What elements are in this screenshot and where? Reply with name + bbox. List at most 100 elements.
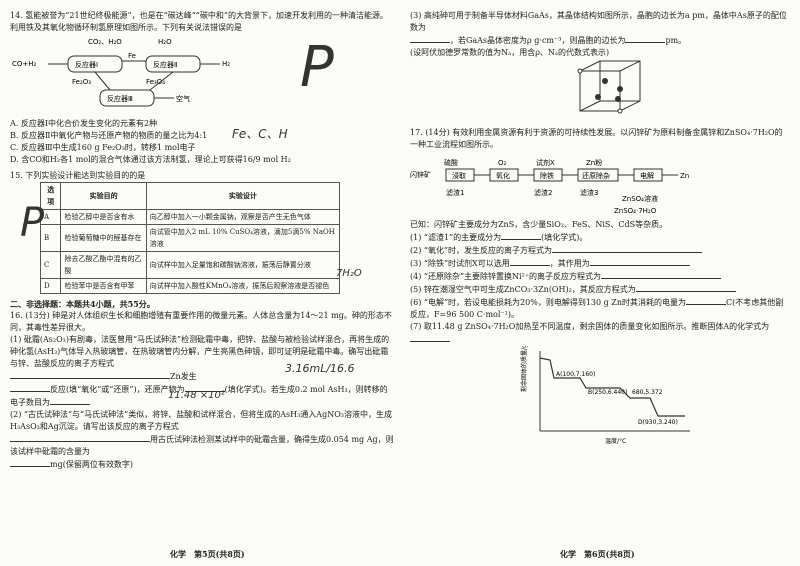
q16-intro: 16. (13分) 砷是对人体组织生长和细胞增殖有重要作用的微量元素。人体总含量… bbox=[10, 311, 392, 332]
flow-ore: 闪锌矿 bbox=[410, 170, 431, 179]
answer-blank[interactable] bbox=[10, 370, 170, 379]
q16-part3c: pm。 bbox=[665, 36, 687, 45]
q16-part3b: ，若GaAs晶体密度为ρ g·cm⁻³，则晶胞的边长为 bbox=[450, 36, 626, 45]
q17-part5: (5) 锌在潮湿空气中可生成ZnCO₃·3Zn(OH)₂，其反应方程式为 bbox=[410, 285, 636, 294]
handwritten-mark-p: P bbox=[300, 35, 334, 100]
known-info: 已知：闪锌矿主要成分为ZnS，含少量SiO₂、FeS、NiS、CdS等杂质。 bbox=[410, 220, 668, 229]
answer-blank[interactable] bbox=[10, 383, 50, 392]
q17-part6b: C(不考虑其他副反应，F=96 500 C·mol⁻¹)。 bbox=[410, 298, 784, 319]
flow-oxidize: 氧化 bbox=[496, 171, 510, 180]
table-cell: 向试管中加入2 mL 10% CuSO₄溶液，滴加5滴5% NaOH溶液 bbox=[145, 224, 341, 252]
q17-part3: (3) “除铁”时试剂X可以选用 bbox=[410, 259, 510, 268]
answer-blank[interactable] bbox=[589, 257, 690, 266]
table-row: B 检验葡萄糖中的醛基存在 向试管中加入2 mL 10% CuSO₄溶液，滴加5… bbox=[39, 224, 341, 252]
answer-blank[interactable] bbox=[10, 433, 150, 442]
answer-blank[interactable] bbox=[410, 34, 450, 43]
q16-part1: (1) 砒霜(As₂O₃)有剧毒，法医曾用“马氏试砷法”检测砒霜中毒，把锌、盐酸… bbox=[10, 335, 390, 368]
q17-part3b: ，其作用为 bbox=[549, 259, 590, 268]
chart-x-label: 温度/°C bbox=[605, 437, 626, 445]
table-row: C 除去乙酸乙酯中混有的乙酸 向试样中加入足量饱和碳酸钠溶液，振荡后静置分液 bbox=[39, 251, 341, 279]
answer-blank[interactable] bbox=[635, 283, 736, 292]
table-cell: 向试样中加入足量饱和碳酸钠溶液，振荡后静置分液 bbox=[145, 251, 341, 279]
q17-part1b: (填化学式)。 bbox=[541, 233, 588, 242]
q14-option-c: C. 反应器Ⅲ中生成160 g Fe₂O₃时，转移1 mol电子 bbox=[10, 143, 196, 152]
fe2o3-label: Fe₂O₃ bbox=[72, 78, 91, 86]
q16-part2b: 用古氏试砷法检测某试样中的砒霜含量，确得生成0.054 mg Ag，则该试样中砒… bbox=[10, 435, 394, 456]
q17-part6: (6) “电解”时，若设电能损耗为20%，则电解得到130 g Zn时其消耗的电… bbox=[410, 298, 687, 307]
answer-blank[interactable] bbox=[10, 458, 50, 467]
reactor-2-label: 反应器Ⅱ bbox=[153, 60, 177, 69]
mass-temperature-chart: 剩余固体的质量/g 温度/°C A(100,7.160) B(250,6.440… bbox=[520, 344, 690, 445]
flow-electrolysis: 电解 bbox=[640, 171, 654, 180]
flow-leach: 浸取 bbox=[452, 171, 466, 180]
table-cell: 检验乙醇中是否含有水 bbox=[60, 209, 147, 225]
q16-part2-line: 用古氏试砷法检测某试样中的砒霜含量，确得生成0.054 mg Ag，则该试样中砒… bbox=[10, 433, 395, 458]
handwritten-mark-p2: P bbox=[20, 200, 45, 246]
diagram-top-label: CO₂、H₂O bbox=[88, 38, 122, 46]
table-cell: D bbox=[39, 278, 62, 294]
q17-part3-line: (3) “除铁”时试剂X可以选用 ，其作用为 bbox=[410, 257, 790, 270]
mass-curve bbox=[539, 357, 685, 417]
answer-blank[interactable] bbox=[184, 383, 225, 392]
q16-part1c: 反应(填“氧化”或“还原”)，还原产物为 bbox=[50, 385, 185, 394]
flow-zn-output: Zn bbox=[680, 172, 689, 180]
answer-blank[interactable] bbox=[501, 231, 542, 240]
q15-intro: 15. 下列实验设计能达到实验目的的是 bbox=[10, 171, 146, 180]
q14-option-d: D. 含CO和H₂各1 mol的混合气体通过该方法制氢，理论上可获得16/9 m… bbox=[10, 155, 291, 164]
process-flow-diagram: 闪锌矿 硫酸 浸取 滤渣1 O₂ 氧化 试剂X 除铁 滤渣2 Zn粉 还原除杂 … bbox=[410, 158, 689, 215]
q16-part1-line2: 反应(填“氧化”或“还原”)，还原产物为(填化学式)。若生成0.2 mol As… bbox=[10, 383, 395, 409]
table-header: 实验目的 bbox=[60, 182, 147, 210]
answer-blank[interactable] bbox=[509, 257, 550, 266]
answer-blank[interactable] bbox=[686, 296, 727, 305]
flow-zn-powder: Zn粉 bbox=[586, 158, 602, 167]
page-footer-right: 化学 第6页(共8页) bbox=[560, 549, 635, 559]
table-cell: 向试样中加入酸性KMnO₄溶液，振荡后观察溶液是否褪色 bbox=[145, 278, 341, 294]
page-footer-left: 化学 第5页(共8页) bbox=[170, 549, 245, 559]
iron-cycle-diagram: CO₂、H₂O H₂O CO+H₂ 反应器Ⅰ Fe 反应器Ⅱ H₂ Fe₃O₄ … bbox=[12, 38, 230, 107]
table-row: D 检验苯中是否含有甲苯 向试样中加入酸性KMnO₄溶液，振荡后观察溶液是否褪色 bbox=[39, 278, 341, 294]
q16-part2c: mg(保留两位有效数字) bbox=[50, 460, 133, 469]
q17-part2-line: (2) “氧化”时，发生反应的离子方程式为 bbox=[410, 244, 790, 257]
handwritten-note-1: Fe、C、H bbox=[232, 127, 288, 141]
table-row: A 检验乙醇中是否含有水 向乙醇中加入一小颗金属钠，观察是否产生无色气体 bbox=[39, 209, 341, 225]
table-cell: C bbox=[39, 251, 62, 279]
table-cell: 检验葡萄糖中的醛基存在 bbox=[60, 224, 147, 252]
q17-intro: 17. (14分) 有效利用金属资源有利于资源的可持续性发展。以闪锌矿为原料制备… bbox=[410, 128, 783, 149]
q16-part1b: Zn发生 bbox=[170, 372, 197, 381]
handwritten-note-4: 7H₂O bbox=[336, 268, 362, 279]
answer-blank[interactable] bbox=[552, 244, 703, 253]
chart-y-label: 剩余固体的质量/g bbox=[520, 346, 528, 392]
table-header: 实验设计 bbox=[145, 182, 341, 210]
section-2-heading: 二、非选择题：本题共4小题，共55分。 bbox=[10, 299, 155, 309]
q17-part6-line: (6) “电解”时，若设电能损耗为20%，则电解得到130 g Zn时其消耗的电… bbox=[410, 296, 790, 321]
answer-blank[interactable] bbox=[410, 333, 450, 342]
fe3o4-label: Fe₃O₄ bbox=[146, 78, 165, 86]
flow-o2: O₂ bbox=[498, 159, 507, 167]
q16-part3-line: ，若GaAs晶体密度为ρ g·cm⁻³，则晶胞的边长为 pm。 bbox=[410, 34, 790, 47]
q14-intro: 14. 氢能被誉为“21世纪终极能源”，也是在“碳达峰”“碳中和”的大背景下，加… bbox=[10, 11, 388, 32]
answer-blank[interactable] bbox=[625, 34, 666, 43]
q16-part1-line: Zn发生 bbox=[10, 370, 395, 383]
answer-blank[interactable] bbox=[601, 270, 722, 279]
q17-part2: (2) “氧化”时，发生反应的离子方程式为 bbox=[410, 246, 553, 255]
handwritten-note-2: 3.16mL/16.6 bbox=[285, 362, 355, 375]
flow-remove-fe: 除铁 bbox=[540, 171, 554, 180]
q16-part3: (3) 高纯砷可用于制备半导体材料GaAs，其晶体结构如图所示，晶胞的边长为a … bbox=[410, 11, 787, 32]
flow-crystal: ZnSO₄·7H₂O bbox=[614, 207, 657, 215]
q16-part1d: (填化学式)。若生成0.2 mol AsH₃，则转移的电子数目为 bbox=[10, 385, 388, 407]
q17-part4-line: (4) “还原除杂”主要除锌置换Ni²⁺的离子反应方程式为 bbox=[410, 270, 790, 283]
q14-option-a: A. 反应器Ⅰ中化合价发生变化的元素有2种 bbox=[10, 119, 158, 128]
fe-label: Fe bbox=[128, 52, 136, 60]
flow-solution: ZnSO₄溶液 bbox=[622, 194, 658, 203]
q17-part7: (7) 取11.48 g ZnSO₄·7H₂O加热至不同温度，剩余固体的质量变化… bbox=[410, 322, 770, 331]
q14-option-b: B. 反应器Ⅱ中氧化产物与还原产物的物质的量之比为4:1 bbox=[10, 131, 208, 140]
q17-part7-line: (7) 取11.48 g ZnSO₄·7H₂O加热至不同温度，剩余固体的质量变化… bbox=[410, 321, 790, 346]
table-cell: 除去乙酸乙酯中混有的乙酸 bbox=[60, 251, 147, 279]
q17-part1: (1) “滤渣1”的主要成分为 bbox=[410, 233, 502, 242]
right-column: (3) 高纯砷可用于制备半导体材料GaAs，其晶体结构如图所示，晶胞的边长为a … bbox=[410, 10, 790, 450]
experiment-table: 选项 实验目的 实验设计 A 检验乙醇中是否含有水 向乙醇中加入一小颗金属钠，观… bbox=[39, 182, 341, 294]
flow-residue-3: 滤渣3 bbox=[580, 188, 598, 197]
answer-blank[interactable] bbox=[50, 396, 90, 405]
q17-part5-line: (5) 锌在潮湿空气中可生成ZnCO₃·3Zn(OH)₂，其反应方程式为 bbox=[410, 283, 790, 296]
